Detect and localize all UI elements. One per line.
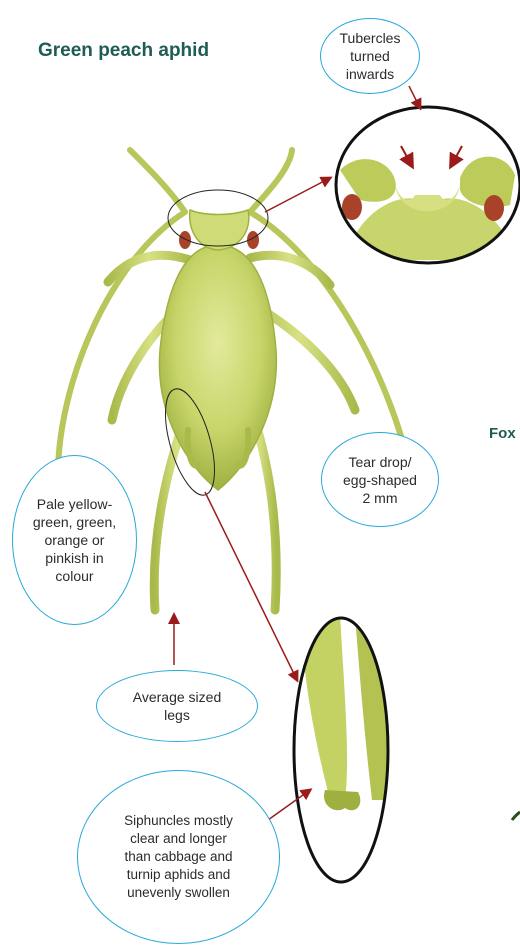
head-zoom-view (330, 100, 520, 270)
callout-shape: Tear drop/ egg-shaped 2 mm (321, 432, 439, 527)
siphuncle-zoom-view (290, 615, 395, 890)
callout-legs: Average sized legs (96, 670, 258, 742)
page-title: Green peach aphid (38, 40, 209, 62)
callout-siphuncles: Siphuncles mostly clear and longer than … (77, 770, 280, 944)
callout-colour: Pale yellow- green, green, orange or pin… (12, 455, 137, 625)
callout-tubercles: Tubercles turned inwards (320, 18, 420, 94)
cutoff-title: Fox (489, 425, 516, 442)
eye-left (179, 231, 191, 249)
callout-colour-text: Pale yellow- green, green, orange or pin… (33, 495, 116, 585)
callout-shape-text: Tear drop/ egg-shaped 2 mm (343, 453, 417, 507)
callout-legs-text: Average sized legs (133, 688, 221, 724)
callout-siphuncles-text: Siphuncles mostly clear and longer than … (124, 812, 233, 902)
callout-tubercles-text: Tubercles turned inwards (340, 29, 401, 83)
